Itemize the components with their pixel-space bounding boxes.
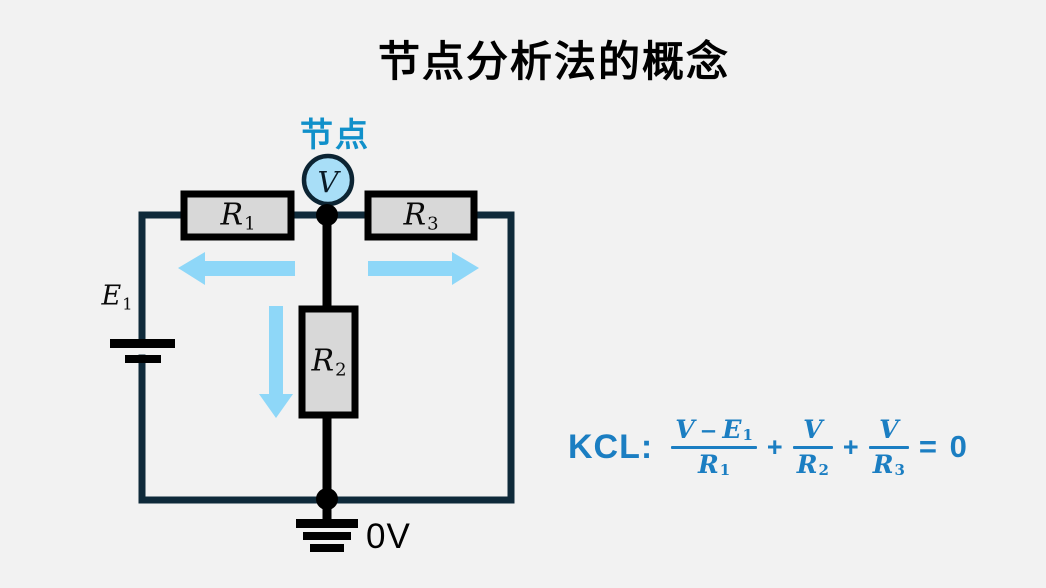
- r3-subscript: 3: [427, 213, 439, 235]
- top-node-dot: [316, 204, 338, 226]
- r2-subscript: 2: [335, 359, 347, 381]
- resistor-r3-label: R3: [403, 197, 438, 234]
- ground-bar-2: [303, 532, 351, 540]
- battery-long-plate: [110, 339, 175, 348]
- frac1-minus: −: [699, 419, 718, 444]
- r1-letter: R: [220, 197, 244, 233]
- resistor-r1-box: [180, 190, 295, 241]
- frac3-bar: [868, 445, 909, 449]
- frac1-den-r: R: [697, 449, 719, 479]
- right-current-arrow: [368, 252, 479, 285]
- battery-short-plate: [125, 355, 161, 363]
- ground-bar-1: [296, 519, 358, 528]
- battery-symbol: [110, 339, 175, 363]
- r2-letter: R: [311, 343, 335, 379]
- resistor-r3-box: [364, 190, 478, 241]
- e1-subscript: 1: [122, 294, 133, 314]
- resistor-r2-label: R2: [311, 343, 346, 380]
- current-arrows: [178, 252, 479, 418]
- frac1-num-v: V: [675, 415, 695, 444]
- ground-bar-3: [310, 544, 344, 552]
- e1-letter: E: [101, 280, 122, 312]
- page-title: 节点分析法的概念: [377, 38, 731, 85]
- frac1-num-e-sub: 1: [742, 426, 753, 444]
- resistor-r1-label: R1: [220, 197, 255, 234]
- bottom-node-dot: [316, 488, 338, 510]
- node-annotation: 节点: [300, 116, 370, 153]
- kcl-prefix: KCL:: [568, 427, 654, 466]
- frac2-numerator: V: [799, 416, 826, 444]
- kcl-suffix: = 0: [918, 429, 969, 464]
- battery-e1-label: E1: [101, 281, 132, 314]
- node-voltage-label: V: [317, 165, 339, 199]
- ground-voltage-label: 0V: [366, 517, 411, 556]
- resistors: [180, 190, 478, 419]
- frac1-bar: [671, 445, 757, 449]
- frac3-den-r: R: [872, 449, 894, 479]
- frac2-num-v: V: [803, 415, 823, 444]
- ground-symbol: [296, 519, 358, 552]
- frac1-num-e: E: [722, 415, 742, 444]
- frac2-bar: [792, 445, 833, 449]
- down-current-arrow: [259, 306, 293, 418]
- frac3-den-sub: 3: [894, 460, 905, 479]
- frac2-den-sub: 2: [818, 460, 829, 479]
- frac1-den-sub: 1: [719, 460, 731, 479]
- frac2-den-r: R: [796, 449, 818, 479]
- resistor-r2-box: [298, 305, 359, 419]
- kcl-plus-1: +: [766, 431, 783, 462]
- frac3-num-v: V: [879, 415, 899, 444]
- r1-subscript: 1: [244, 213, 256, 235]
- r3-letter: R: [403, 197, 427, 233]
- node-voltage-circle: [301, 153, 355, 207]
- frac3-numerator: V: [875, 416, 902, 444]
- kcl-plus-2: +: [842, 431, 859, 462]
- left-current-arrow: [178, 252, 295, 285]
